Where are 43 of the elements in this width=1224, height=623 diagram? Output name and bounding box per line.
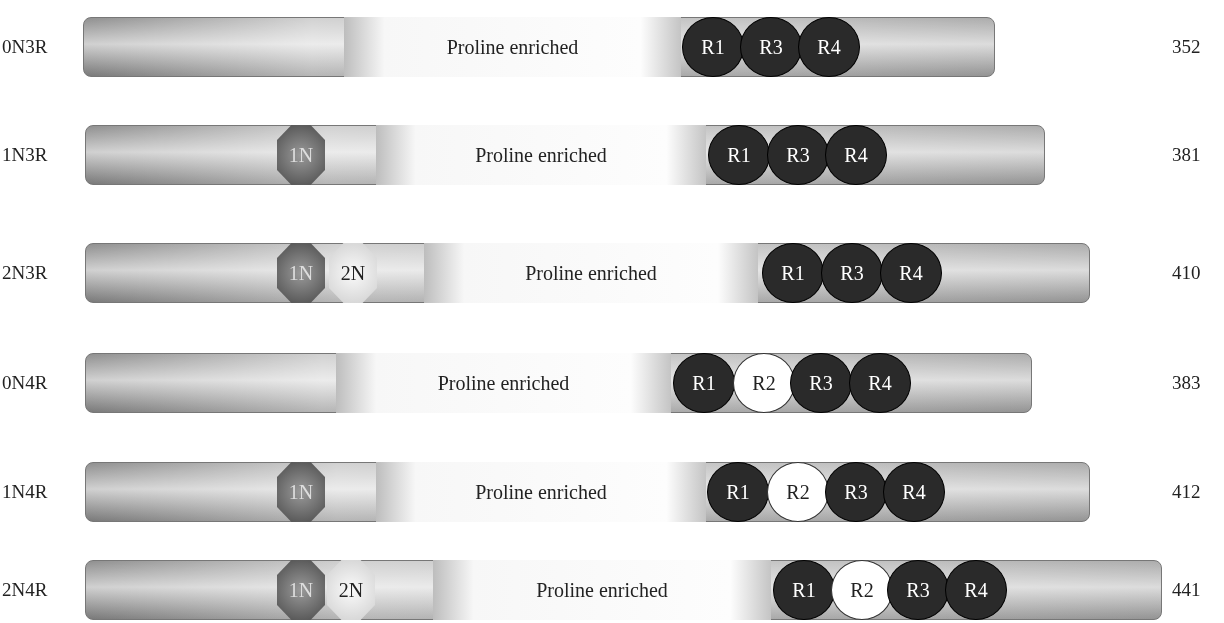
residue-count: 352 [1172,35,1201,59]
repeat-domain-circle: R3 [887,560,949,620]
repeat-domain-circle: R4 [880,243,942,303]
repeat-domain-circle: R4 [825,125,887,185]
residue-count: 441 [1172,578,1201,602]
repeat-domain-circle: R4 [849,353,911,413]
residue-count: 410 [1172,261,1201,285]
repeat-domain-circle: R4 [798,17,860,77]
repeat-domain-circle: R3 [740,17,802,77]
isoform-label: 0N4R [2,371,48,395]
proline-rich-region: Proline enriched [344,17,681,77]
repeat-domain-circle: R1 [708,125,770,185]
protein-bar [85,243,1090,303]
repeat-domain-circle: R1 [773,560,835,620]
protein-bar [85,462,1090,522]
isoform-label: 0N3R [2,35,48,59]
isoform-label: 2N4R [2,578,48,602]
repeat-domain-circle: R3 [825,462,887,522]
isoform-label: 1N3R [2,143,48,167]
protein-bar [85,353,1032,413]
repeat-domain-circle: R3 [821,243,883,303]
residue-count: 383 [1172,371,1201,395]
repeat-domain-circle: R1 [682,17,744,77]
repeat-domain-circle: R4 [945,560,1007,620]
protein-bar [83,17,995,77]
repeat-domain-circle: R2 [767,462,829,522]
repeat-domain-circle: R4 [883,462,945,522]
protein-bar [85,125,1045,185]
proline-rich-region: Proline enriched [336,353,671,413]
proline-rich-region: Proline enriched [424,243,758,303]
protein-bar [85,560,1162,620]
proline-rich-region: Proline enriched [433,560,771,620]
repeat-domain-circle: R1 [673,353,735,413]
isoform-label: 2N3R [2,261,48,285]
repeat-domain-circle: R1 [707,462,769,522]
repeat-domain-circle: R3 [790,353,852,413]
repeat-domain-circle: R1 [762,243,824,303]
proline-rich-region: Proline enriched [376,125,706,185]
repeat-domain-circle: R3 [767,125,829,185]
residue-count: 412 [1172,480,1201,504]
residue-count: 381 [1172,143,1201,167]
isoform-label: 1N4R [2,480,48,504]
proline-rich-region: Proline enriched [376,462,706,522]
